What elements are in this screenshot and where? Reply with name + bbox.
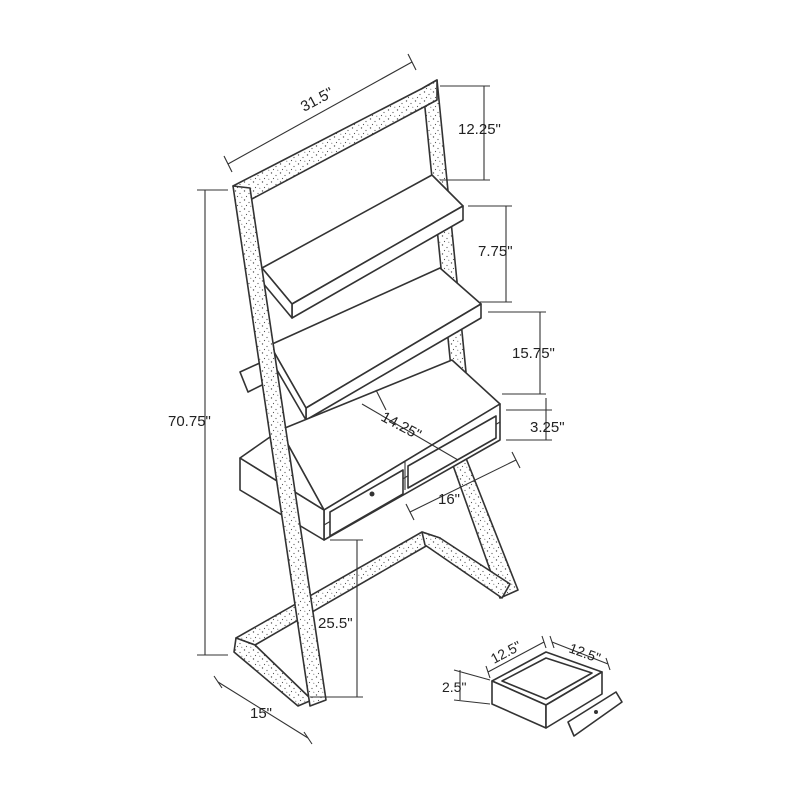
drawer-front-knob-icon <box>594 710 598 714</box>
desk-drawer-front <box>329 469 404 537</box>
label-drawer-height: 2.5" <box>442 679 466 695</box>
label-desk-height: 25.5" <box>318 615 353 632</box>
label-desk-top-thickness: 3.25" <box>530 419 565 436</box>
desk-drawer-front-right <box>407 415 497 489</box>
drawer-detail <box>491 651 623 737</box>
label-depth: 15" <box>250 705 272 722</box>
drawer-knob-icon <box>369 491 375 497</box>
label-overall-width: 31.5" <box>298 84 336 115</box>
label-desk-top-width: 16" <box>438 491 460 508</box>
floor-base <box>233 531 511 707</box>
label-top-shelf-spacing: 12.25" <box>458 121 501 138</box>
label-upper-shelf-spacing: 7.75" <box>478 243 513 260</box>
dimension-lines <box>197 53 611 745</box>
drawer-front-panel <box>567 691 623 737</box>
shelf-top <box>261 174 464 319</box>
label-desk-clearance: 15.75" <box>512 345 555 362</box>
front-leg <box>232 185 327 707</box>
label-overall-height: 70.75" <box>168 413 211 430</box>
